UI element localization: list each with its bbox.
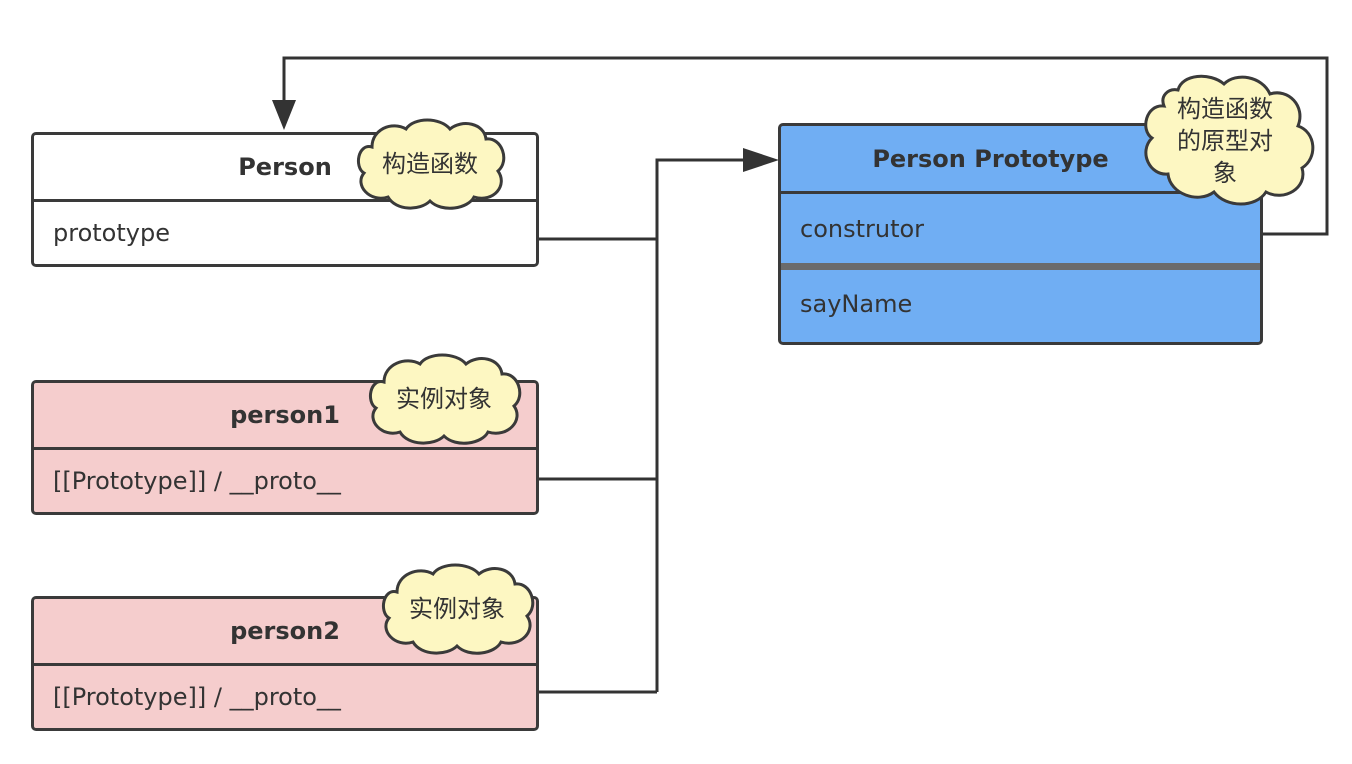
instance1-note-text: 实例对象 xyxy=(396,385,492,413)
arrowhead-to-prototype xyxy=(743,148,779,172)
prototype-note-cloud: 构造函数 的原型对 象 xyxy=(1134,72,1316,210)
person-prototype-title: Person Prototype xyxy=(781,126,1260,194)
person-prototype-field: prototype xyxy=(53,219,170,247)
person1-title: person1 xyxy=(34,383,536,450)
constructor-back-link-line xyxy=(282,56,1329,236)
instance1-note-cloud: 实例对象 xyxy=(362,352,526,446)
person-constructor-title: Person xyxy=(34,135,536,202)
person2-title: person2 xyxy=(34,599,536,666)
arrowhead-to-person xyxy=(272,100,296,130)
prototype-sayname-field: sayName xyxy=(800,290,913,318)
person2-proto-field: [[Prototype]] / __proto__ xyxy=(53,683,341,711)
cloud-shape-icon xyxy=(1144,74,1315,206)
cloud-shape-icon xyxy=(368,353,522,445)
prototype-note-line-1: 构造函数 xyxy=(1177,95,1273,123)
cloud-shape-icon xyxy=(356,118,506,210)
instance2-note-cloud: 实例对象 xyxy=(375,562,539,656)
person1-proto-field: [[Prototype]] / __proto__ xyxy=(53,467,341,495)
cloud-shape-icon xyxy=(381,563,535,655)
constructor-note-cloud: 构造函数 xyxy=(350,115,510,213)
prototype-note-line-3: 象 xyxy=(1213,159,1237,187)
prototype-note-line-2: 的原型对 xyxy=(1177,127,1273,155)
constructor-note-text: 构造函数 xyxy=(382,150,478,178)
person1-instance-box: person1 [[Prototype]] / __proto__ xyxy=(31,380,539,515)
instance2-note-text: 实例对象 xyxy=(409,595,505,623)
prototype-constructor-field: construtor xyxy=(781,194,1260,270)
shared-trunk-line xyxy=(655,158,745,692)
